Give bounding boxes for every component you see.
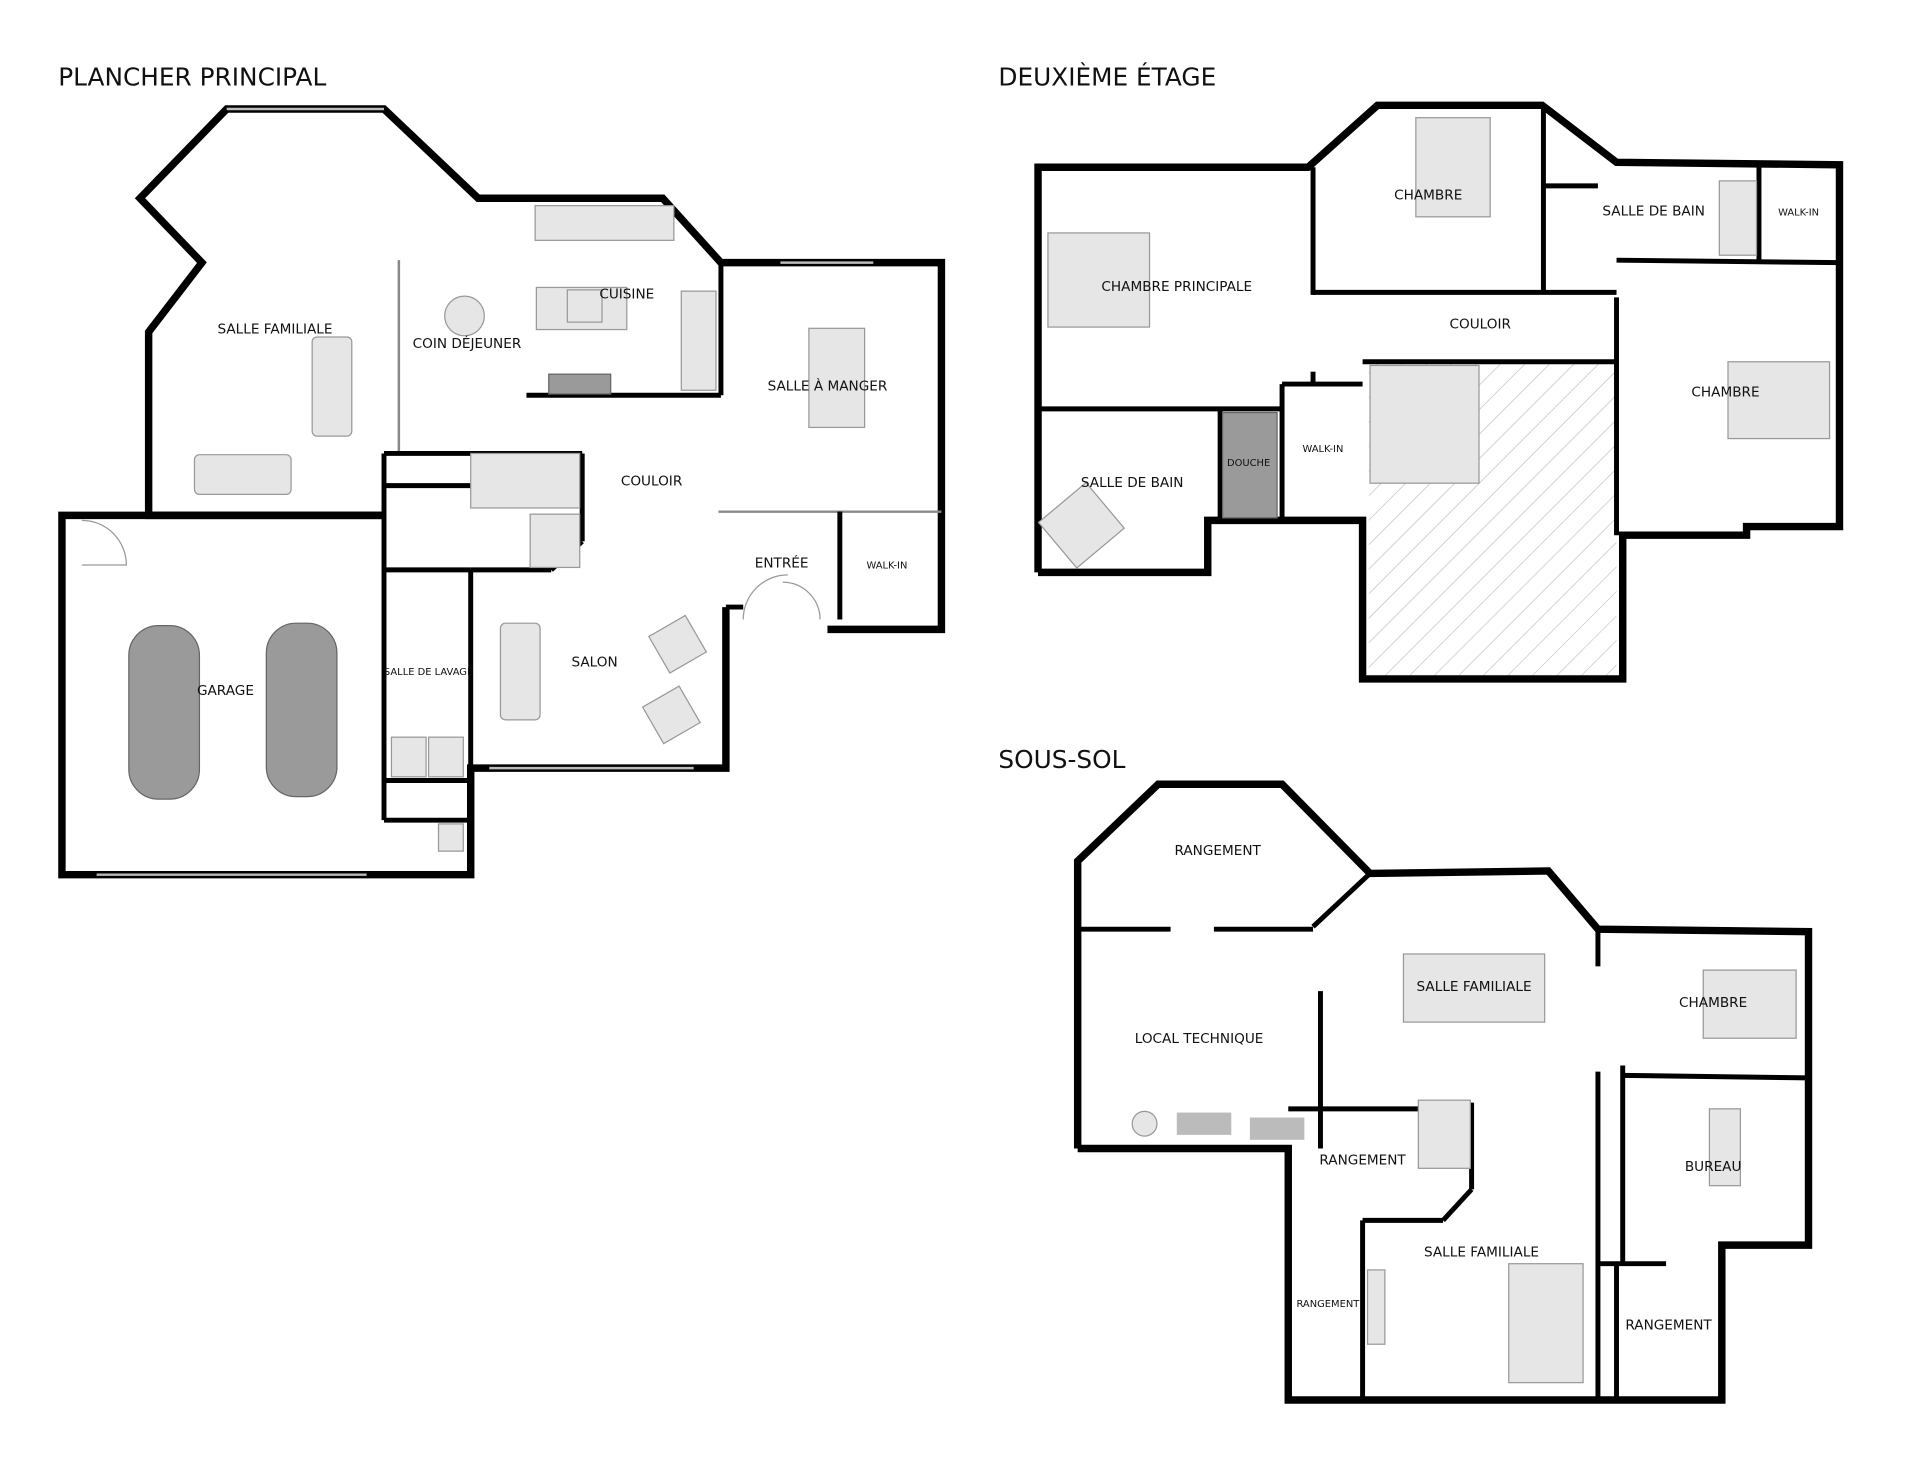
washer-icon — [390, 736, 427, 778]
bathtub-icon — [1037, 481, 1126, 569]
room-label: CUISINE — [599, 287, 654, 303]
interior-walls — [1038, 105, 1840, 536]
car-icon — [128, 625, 201, 800]
stairs-icon — [1369, 364, 1480, 484]
room-label: WALK-IN — [1302, 444, 1343, 455]
room-label: BUREAU — [1685, 1159, 1742, 1175]
equipment-icon — [1249, 1117, 1305, 1140]
tv-unit-icon — [1366, 1269, 1386, 1345]
room-label: RANGEMENT — [1174, 843, 1261, 859]
breakfast-table-icon — [444, 295, 485, 337]
counter-icon — [548, 373, 612, 395]
room-label: SALLE DE LAVAGE — [384, 667, 473, 678]
armchair-icon — [647, 614, 708, 674]
main-floor-exterior-wall — [134, 105, 946, 634]
main-floor-plan: PLANCHER PRINCIPAL — [58, 62, 946, 879]
bed-icon — [1727, 361, 1831, 440]
room-label: SALLE FAMILIALE — [217, 321, 332, 337]
room-label: WALK-IN — [1778, 208, 1819, 219]
room-label: SALLE DE BAIN — [1602, 204, 1705, 220]
stairs-icon — [470, 452, 581, 509]
room-label: RANGEMENT — [1296, 1299, 1360, 1310]
main-floor-title: PLANCHER PRINCIPAL — [58, 62, 326, 91]
stairs-icon — [529, 513, 581, 569]
room-label: RANGEMENT — [1625, 1317, 1712, 1333]
armchair-icon — [641, 685, 701, 745]
room-label: SALON — [571, 655, 617, 671]
room-label: LOCAL TECHNIQUE — [1135, 1031, 1264, 1047]
second-floor-plan: DEUXIÈME ÉTAGE CHAMBRE SALLE DE BAIN WAL… — [998, 62, 1844, 683]
basement-exterior-wall — [1073, 780, 1813, 1404]
kitchen-counter — [680, 290, 717, 391]
pool-table-icon — [1402, 953, 1546, 1023]
room-label: SALLE DE BAIN — [1081, 475, 1184, 491]
room-label: CHAMBRE — [1679, 995, 1747, 1011]
sofa-icon — [193, 454, 292, 495]
dryer-icon — [427, 736, 464, 778]
desk-icon — [1708, 1108, 1742, 1187]
room-label: CHAMBRE — [1691, 384, 1759, 400]
car-icon — [265, 622, 338, 798]
room-label: COULOIR — [621, 474, 683, 490]
second-floor-exterior-wall — [1034, 101, 1844, 683]
bed-icon — [1047, 232, 1151, 328]
sink-icon — [437, 823, 464, 852]
room-label: CHAMBRE PRINCIPALE — [1101, 279, 1252, 295]
shower-icon — [1221, 411, 1278, 519]
room-label: WALK-IN — [866, 561, 907, 572]
room-label: SALLE FAMILIALE — [1424, 1244, 1539, 1260]
equipment-icon — [1176, 1112, 1232, 1135]
room-label: COIN DÉJEUNER — [413, 335, 522, 352]
bathtub-icon — [1718, 180, 1758, 256]
basement-plan: SOUS-SOL RANGEMENT SALLE F — [998, 745, 1813, 1404]
room-label: RANGEMENT — [1319, 1153, 1406, 1169]
water-heater-icon — [1131, 1110, 1158, 1137]
room-label: ENTRÉE — [755, 554, 809, 571]
room-label: COULOIR — [1450, 316, 1512, 332]
cooktop-icon — [566, 289, 603, 323]
room-label: GARAGE — [197, 683, 254, 699]
interior-walls — [1077, 871, 1809, 1400]
kitchen-counter — [534, 205, 675, 241]
sofa-icon — [499, 622, 541, 721]
stairs-icon — [1417, 1099, 1471, 1169]
sofa-icon — [311, 336, 353, 437]
door-icon — [742, 574, 821, 620]
bed-icon — [1702, 969, 1797, 1039]
sectional-sofa-icon — [1508, 1263, 1584, 1384]
bed-icon — [1415, 117, 1491, 218]
room-label: SALLE FAMILIALE — [1417, 979, 1532, 995]
room-label: SALLE À MANGER — [768, 377, 888, 394]
door-icon — [81, 519, 127, 566]
basement-title: SOUS-SOL — [998, 745, 1125, 774]
room-label: DOUCHE — [1227, 458, 1270, 469]
dining-table-icon — [808, 327, 866, 429]
main-floor-exterior-wall-south — [58, 511, 730, 879]
room-label: CHAMBRE — [1394, 187, 1462, 203]
second-floor-title: DEUXIÈME ÉTAGE — [998, 62, 1216, 91]
